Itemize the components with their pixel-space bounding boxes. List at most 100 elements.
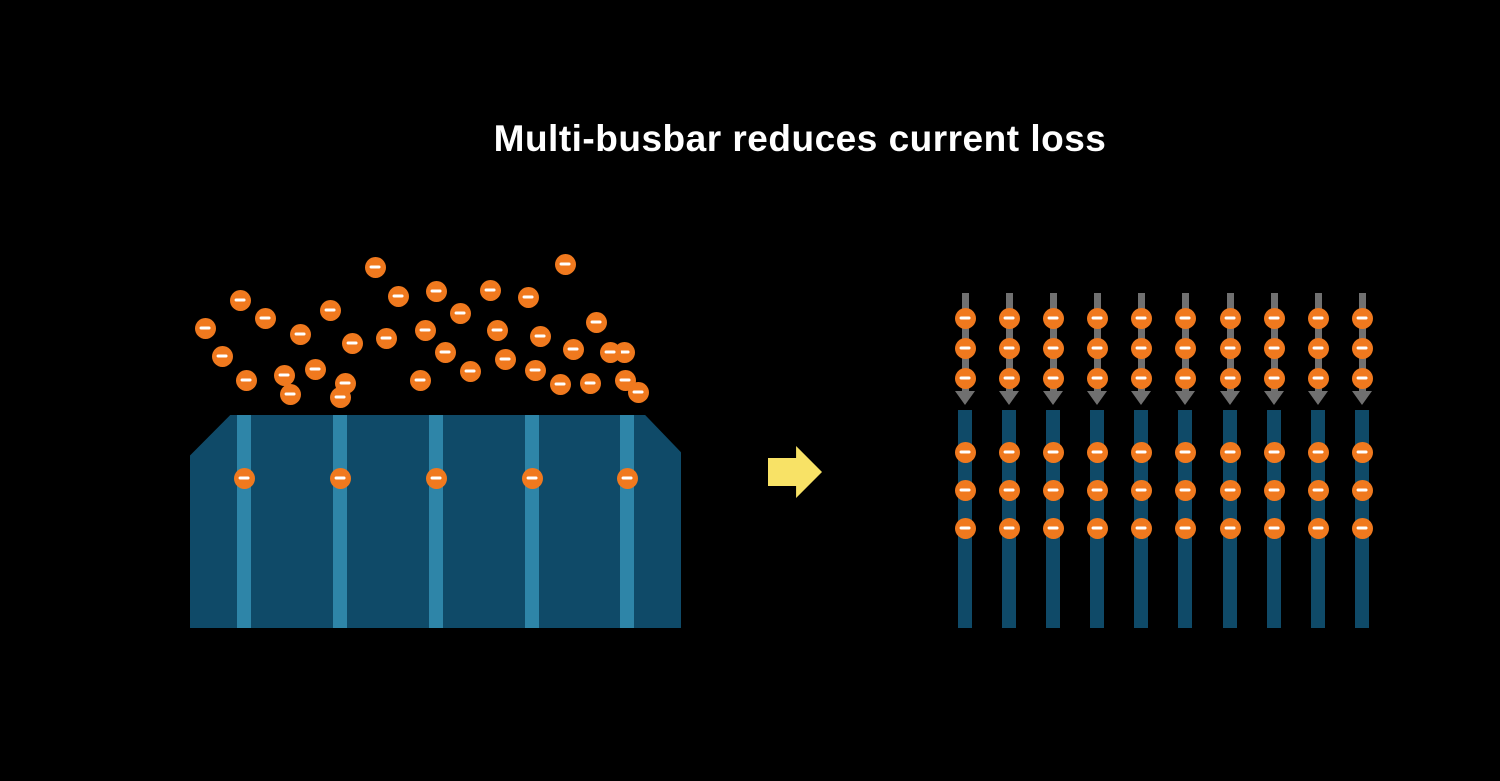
electron-icon [1351,337,1373,359]
flow-arrowhead-icon [1308,391,1328,405]
electron-icon [1219,479,1241,501]
electron-icon [1351,307,1373,329]
electron-icon [449,302,471,324]
electron-icon [1042,479,1064,501]
electron-icon [425,280,447,302]
busbar-stripe [333,415,347,628]
standard-busbar-cell [190,415,681,628]
electron-icon [1130,441,1152,463]
electron-icon [954,367,976,389]
flow-arrowhead-icon [1043,391,1063,405]
electron-icon [1086,367,1108,389]
electron-icon [229,289,251,311]
electron-icon [524,359,546,381]
electron-icon [579,372,601,394]
electron-icon [364,256,386,278]
flow-arrowhead-icon [1220,391,1240,405]
electron-icon [554,253,576,275]
flow-arrowhead-icon [1352,391,1372,405]
electron-icon [998,441,1020,463]
electron-icon [1351,367,1373,389]
electron-icon [1307,517,1329,539]
electron-icon [1219,367,1241,389]
electron-icon [627,381,649,403]
electron-icon [616,467,638,489]
flow-arrowhead-icon [955,391,975,405]
flow-arrowhead-icon [1131,391,1151,405]
electron-icon [254,307,276,329]
electron-icon [425,467,447,489]
electron-icon [273,364,295,386]
electron-icon [486,319,508,341]
electron-icon [1042,307,1064,329]
electron-icon [375,327,397,349]
electron-icon [954,517,976,539]
electron-icon [289,323,311,345]
electron-icon [319,299,341,321]
electron-icon [1351,441,1373,463]
electron-icon [414,319,436,341]
electron-icon [1086,337,1108,359]
electron-icon [1307,337,1329,359]
busbar-stripe [429,415,443,628]
electron-icon [1174,479,1196,501]
flow-arrowhead-icon [1264,391,1284,405]
electron-icon [194,317,216,339]
diagram-title: Multi-busbar reduces current loss [493,118,1107,159]
electron-icon [1351,517,1373,539]
electron-icon [1130,367,1152,389]
electron-icon [599,341,621,363]
electron-icon [434,341,456,363]
electron-icon [1263,307,1285,329]
electron-icon [1174,367,1196,389]
electron-icon [1263,479,1285,501]
electron-icon [1307,479,1329,501]
electron-icon [1174,441,1196,463]
electron-icon [954,441,976,463]
electron-icon [1174,337,1196,359]
electron-icon [1086,441,1108,463]
flow-arrowhead-icon [999,391,1019,405]
electron-icon [329,386,351,408]
electron-icon [279,383,301,405]
electron-icon [1042,517,1064,539]
electron-icon [1174,517,1196,539]
electron-icon [235,369,257,391]
electron-icon [998,367,1020,389]
electron-icon [1086,479,1108,501]
electron-icon [1130,337,1152,359]
electron-icon [998,307,1020,329]
electron-icon [1174,307,1196,329]
electron-icon [1263,517,1285,539]
electron-icon [549,373,571,395]
electron-icon [1042,337,1064,359]
electron-icon [585,311,607,333]
electron-icon [998,479,1020,501]
electron-icon [1042,441,1064,463]
electron-icon [1130,517,1152,539]
electron-icon [1086,307,1108,329]
electron-icon [1263,337,1285,359]
electron-icon [494,348,516,370]
electron-icon [521,467,543,489]
electron-icon [233,467,255,489]
electron-icon [954,337,976,359]
electron-icon [341,332,363,354]
electron-icon [1263,367,1285,389]
electron-icon [954,307,976,329]
electron-icon [954,479,976,501]
electron-icon [1219,441,1241,463]
electron-icon [1130,479,1152,501]
electron-icon [1086,517,1108,539]
electron-icon [1130,307,1152,329]
electron-icon [409,369,431,391]
electron-icon [1219,517,1241,539]
electron-icon [1263,441,1285,463]
electron-icon [1351,479,1373,501]
electron-icon [304,358,326,380]
electron-icon [387,285,409,307]
electron-icon [998,517,1020,539]
electron-icon [998,337,1020,359]
electron-icon [211,345,233,367]
